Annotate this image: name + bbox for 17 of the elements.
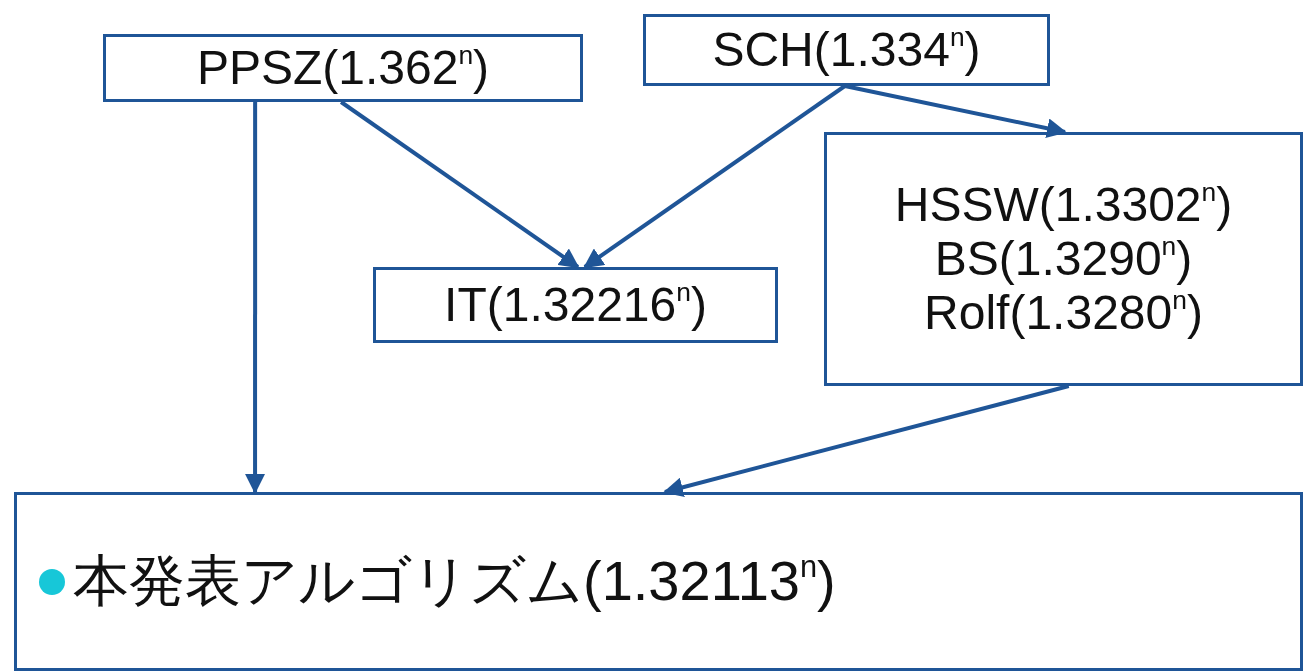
arrow	[663, 384, 1070, 498]
text-box	[373, 267, 778, 343]
text-box	[14, 492, 1303, 671]
text-box	[824, 132, 1303, 386]
node-label: IT(1.32216$^{n}$)	[444, 278, 707, 332]
text-box	[103, 34, 583, 102]
node-label: Rolf(1.3280$^{n}$)	[924, 285, 1203, 340]
arrow	[339, 100, 580, 269]
arrow	[245, 102, 266, 494]
text-box	[643, 14, 1050, 86]
node-label: 本発表アルゴリズム(1.32113$^{n}$)	[73, 550, 836, 613]
node-label: SCH(1.334$^{n}$)	[712, 23, 981, 77]
node-label: BS(1.3290$^{n}$)	[934, 232, 1193, 286]
node-label: PPSZ(1.362$^{n}$)	[196, 41, 490, 95]
arrow	[583, 84, 846, 269]
node-label: HSSW(1.3302$^{n}$)	[894, 178, 1233, 233]
arrow	[844, 84, 1067, 139]
